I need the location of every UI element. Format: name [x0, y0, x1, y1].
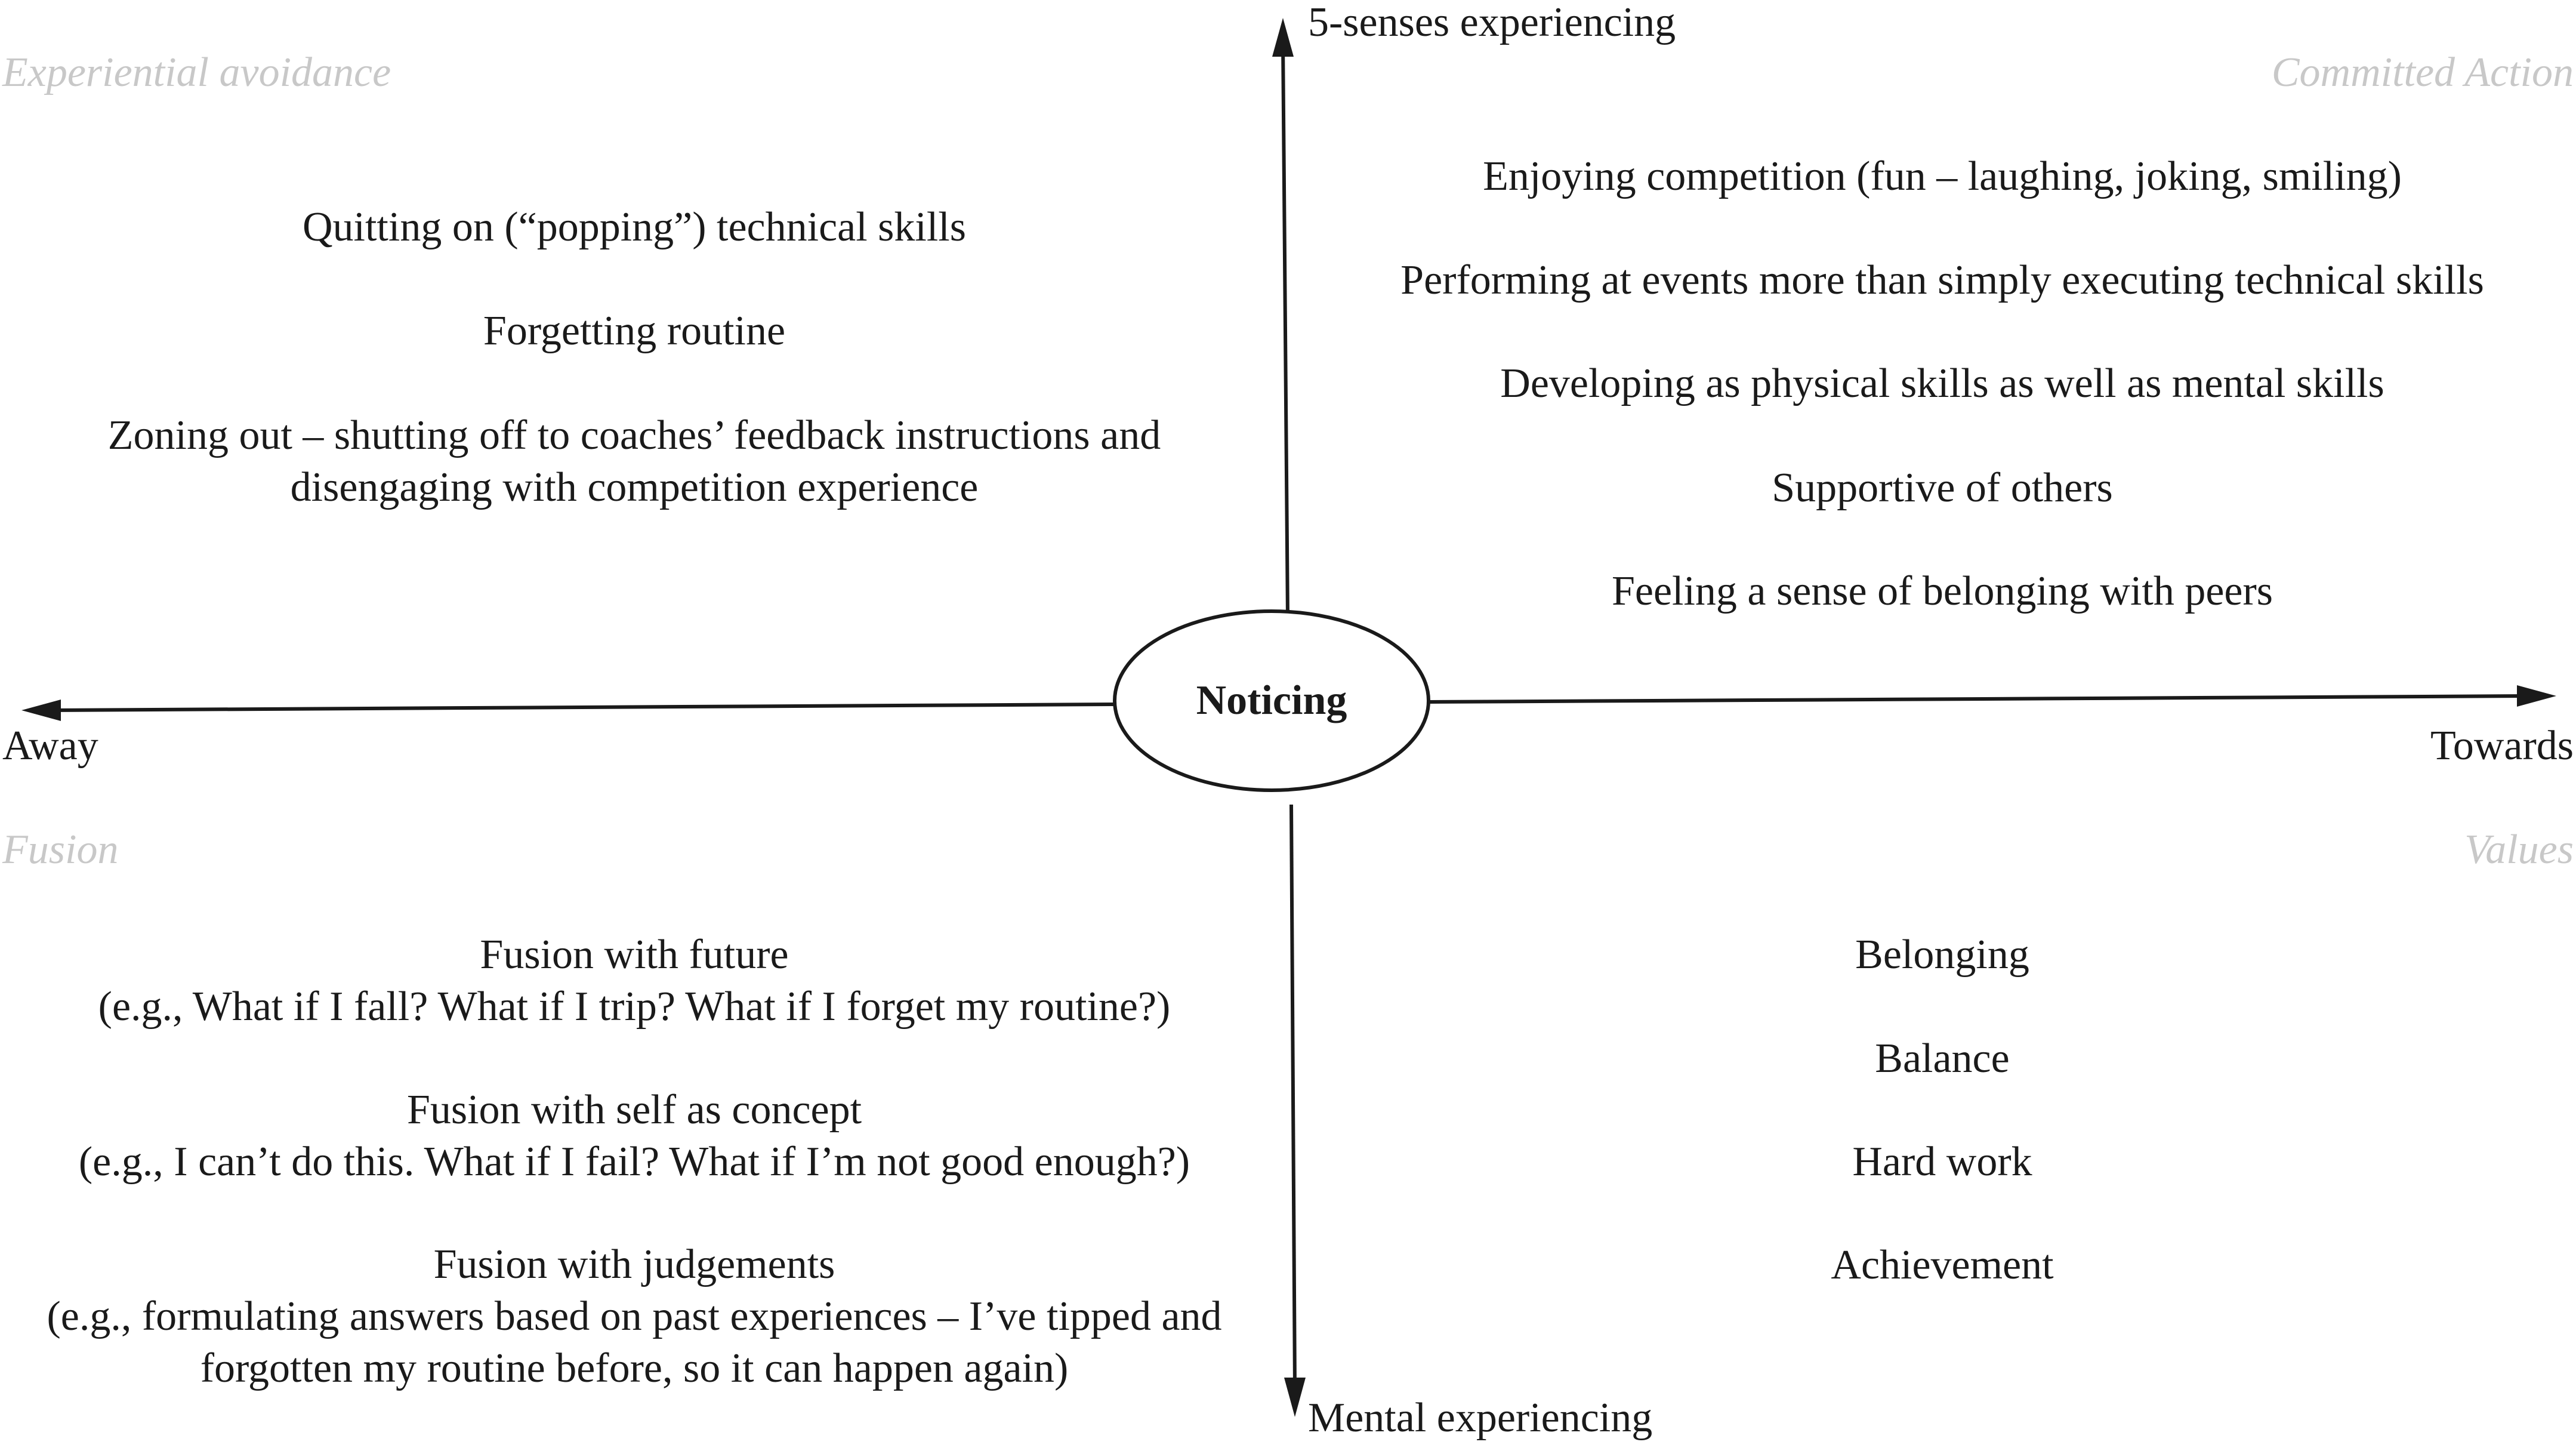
- vertical-axis-lower: [1289, 804, 1297, 1391]
- top-right-item: Performing at events more than simply ex…: [1400, 257, 2484, 303]
- bottom-left-item: Fusion with self as concept (e.g., I can…: [78, 1087, 1190, 1185]
- quadrant-title-bottom-left: Fusion: [2, 827, 119, 873]
- bottom-left-item: Fusion with future (e.g., What if I fall…: [98, 932, 1171, 1030]
- bottom-right-item: Hard work: [1852, 1139, 2032, 1185]
- bottom-right-item: Achievement: [1831, 1242, 2054, 1288]
- vertical-axis-upper: [1281, 41, 1289, 619]
- bottom-right-item: Balance: [1875, 1036, 2010, 1082]
- top-left-item: Forgetting routine: [483, 308, 786, 354]
- bottom-left-item: Fusion with judgements (e.g., formulatin…: [47, 1241, 1222, 1391]
- down-arrow-icon: [1284, 1378, 1306, 1417]
- top-right-item: Enjoying competition (fun – laughing, jo…: [1483, 153, 2402, 199]
- horizontal-axis-right: [1429, 694, 2531, 704]
- top-right-item: Feeling a sense of belonging with peers: [1611, 568, 2273, 614]
- left-arrow-icon: [21, 700, 61, 721]
- top-right-item: Supportive of others: [1772, 465, 2113, 511]
- axis-right-label: Towards: [2430, 723, 2574, 769]
- bottom-right-item: Belonging: [1855, 932, 2029, 978]
- top-left-item: Quitting on (“popping”) technical skills: [302, 204, 966, 250]
- center-label: Noticing: [1196, 677, 1347, 723]
- quadrant-title-top-right: Committed Action: [2271, 50, 2574, 95]
- axis-left-label: Away: [2, 723, 98, 769]
- quadrant-title-bottom-right: Values: [2464, 827, 2574, 873]
- top-left-item: Zoning out – shutting off to coaches’ fe…: [107, 412, 1161, 510]
- up-arrow-icon: [1272, 18, 1294, 57]
- horizontal-axis-left: [47, 703, 1114, 712]
- top-right-item: Developing as physical skills as well as…: [1500, 361, 2384, 406]
- axis-top-label: 5-senses experiencing: [1308, 0, 1676, 45]
- right-arrow-icon: [2517, 685, 2556, 707]
- axis-bottom-label: Mental experiencing: [1308, 1395, 1653, 1441]
- center-ellipse: [1113, 609, 1430, 792]
- quadrant-title-top-left: Experiential avoidance: [2, 50, 391, 95]
